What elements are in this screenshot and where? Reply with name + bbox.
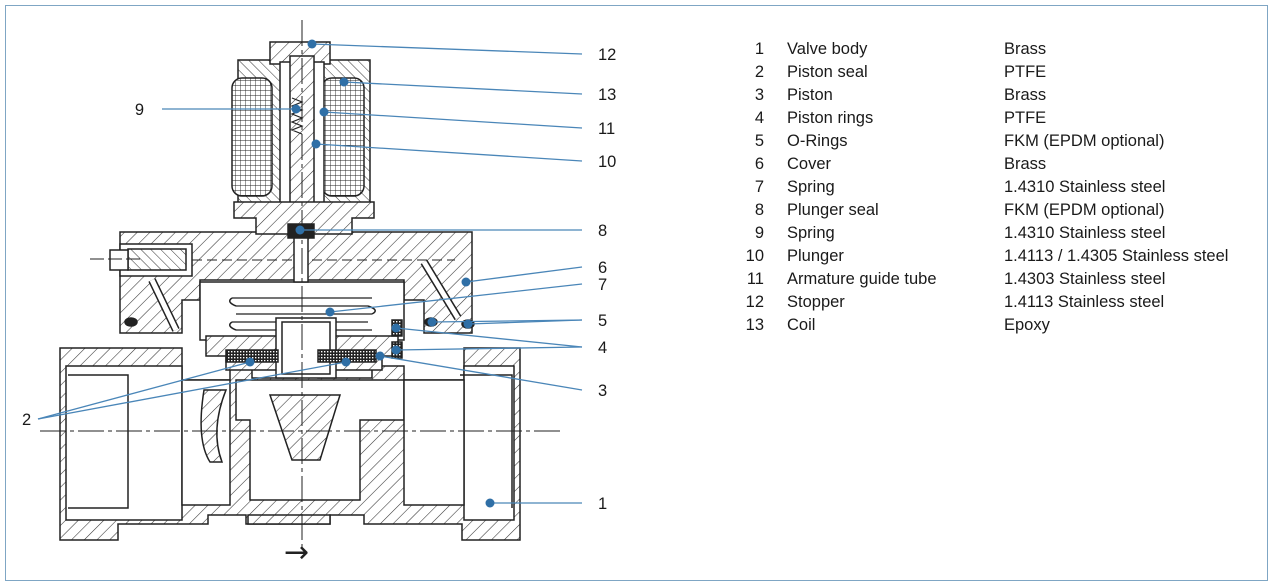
leader-dot-2 — [245, 357, 255, 367]
leader-dot-7 — [325, 307, 335, 317]
callout-label-12: 12 — [598, 46, 616, 64]
leader-line-3 — [379, 355, 583, 391]
part-material: FKM (EPDM optional) — [1004, 132, 1165, 150]
leader-dot-8 — [295, 225, 305, 235]
valve-body — [59, 347, 521, 541]
part-name: O-Rings — [787, 132, 848, 150]
flow-direction-arrow: → — [284, 535, 309, 570]
leader-dot-10 — [311, 139, 321, 149]
leader-dot-5 — [463, 319, 473, 329]
callout-label-9: 9 — [135, 101, 144, 119]
leader-dot-6 — [461, 277, 471, 287]
part-number: 1 — [754, 40, 764, 58]
part-number: 3 — [754, 86, 764, 104]
part-material: PTFE — [1004, 63, 1047, 81]
part-material: PTFE — [1004, 109, 1047, 127]
leader-line-7 — [329, 283, 583, 313]
callout-label-8: 8 — [598, 222, 607, 240]
leader-dot-3 — [375, 351, 385, 361]
callout-label-7: 7 — [598, 276, 607, 294]
leader-dot-13 — [339, 77, 349, 87]
part-number: 7 — [754, 178, 764, 196]
leader-line-2 — [37, 361, 251, 420]
part-material: Brass — [1004, 155, 1047, 173]
leader-line-4 — [395, 346, 583, 351]
part-name: Piston rings — [787, 109, 874, 127]
part-material: Brass — [1004, 40, 1047, 58]
part-name: Plunger seal — [787, 201, 879, 219]
part-name: Piston — [787, 86, 833, 104]
part-number: 12 — [745, 293, 764, 311]
center-axis-lines — [40, 20, 560, 552]
leader-line-13 — [343, 81, 583, 95]
leader-line-12 — [311, 43, 583, 55]
part-number: 4 — [754, 109, 764, 127]
part-name: Spring — [787, 178, 835, 196]
part-number: 10 — [745, 247, 764, 265]
part-material: 1.4303 Stainless steel — [1004, 270, 1166, 288]
part-material: Brass — [1004, 86, 1047, 104]
part-number: 9 — [754, 224, 764, 242]
leader-line-2 — [37, 361, 347, 420]
part-name: Plunger — [787, 247, 844, 265]
part-name: Spring — [787, 224, 835, 242]
part-number: 13 — [745, 316, 764, 334]
callout-label-10: 10 — [598, 153, 616, 171]
part-name: Piston seal — [787, 63, 868, 81]
part-number: 5 — [754, 132, 764, 150]
part-material: FKM (EPDM optional) — [1004, 201, 1165, 219]
part-number: 11 — [746, 270, 764, 288]
part-name: Coil — [787, 316, 816, 334]
leader-dot-11 — [319, 107, 329, 117]
leader-line-10 — [315, 143, 583, 162]
callout-label-11: 11 — [598, 120, 615, 138]
part-material: 1.4113 Stainless steel — [1004, 293, 1165, 311]
part-name: Valve body — [787, 40, 868, 58]
part-name: Cover — [787, 155, 832, 173]
leader-dot-2 — [341, 357, 351, 367]
callout-label-13: 13 — [598, 86, 616, 104]
part-material: 1.4310 Stainless steel — [1004, 224, 1166, 242]
part-material: 1.4310 Stainless steel — [1004, 178, 1166, 196]
figure-frame — [5, 5, 1268, 581]
leader-dot-1 — [485, 498, 495, 508]
callout-label-1: 1 — [598, 495, 607, 513]
part-number: 8 — [754, 201, 764, 219]
cover — [109, 231, 473, 334]
valve-cross-section-diagram: → 12 13 9 11 10 8 67 5 4 3 2 1 — [22, 20, 616, 570]
leader-dot-12 — [307, 39, 317, 49]
part-name: Armature guide tube — [787, 270, 937, 288]
part-material: Epoxy — [1004, 316, 1050, 334]
callout-label-5: 5 — [598, 312, 607, 330]
callout-label-6: 6 — [598, 259, 607, 277]
part-number: 2 — [754, 63, 764, 81]
solenoid — [231, 41, 375, 283]
leader-line-5 — [467, 319, 583, 325]
leader-dot-4 — [391, 345, 401, 355]
leader-dot-5 — [427, 317, 437, 327]
leader-line-6 — [465, 266, 583, 283]
callout-label-3: 3 — [598, 382, 607, 400]
part-number: 6 — [754, 155, 764, 173]
callout-label-2: 2 — [22, 411, 31, 429]
callout-label-4: 4 — [598, 339, 607, 357]
callout-leaders: 12 13 9 11 10 8 67 5 4 3 2 1 — [22, 39, 616, 513]
leader-line-11 — [323, 111, 583, 129]
part-material: 1.4113 / 1.4305 Stainless steel — [1004, 247, 1229, 265]
leader-line-4 — [395, 327, 583, 348]
part-name: Stopper — [787, 293, 845, 311]
leader-dot-4 — [391, 323, 401, 333]
leader-dot-9 — [291, 104, 301, 114]
